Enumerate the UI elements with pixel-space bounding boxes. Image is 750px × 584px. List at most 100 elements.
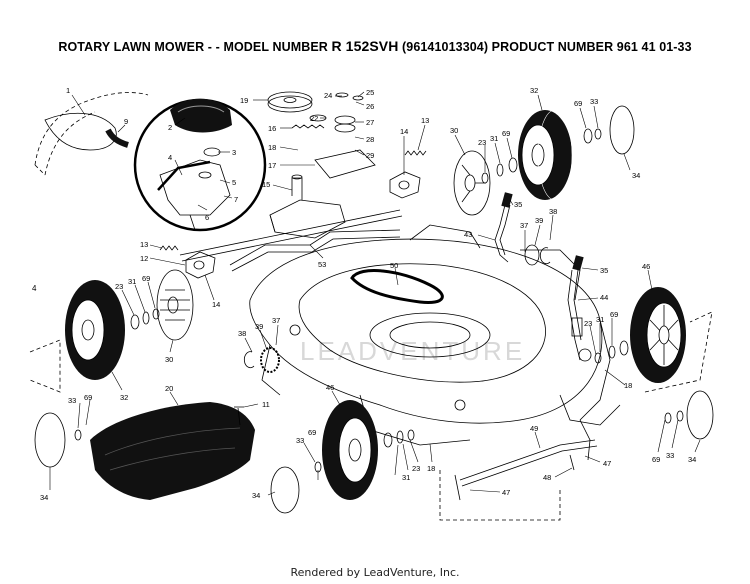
callout: 33	[590, 97, 598, 106]
callout: 11	[262, 400, 270, 409]
callout: 46	[326, 383, 334, 392]
gear-stack	[309, 92, 364, 133]
rear-wheel-lower	[65, 280, 125, 380]
front-wheel-right	[630, 287, 686, 383]
front-axle-linkage	[454, 419, 598, 501]
callout: 7	[234, 195, 238, 204]
callout: 31	[128, 277, 136, 286]
callout: 69	[84, 393, 92, 402]
callout: 37	[272, 316, 280, 325]
callout: 23	[412, 464, 420, 473]
callout: 18	[427, 464, 435, 473]
rear-wheel-upper	[518, 109, 573, 201]
callout: 4	[168, 153, 172, 162]
title-model: R 152SVH	[331, 38, 399, 54]
callout: 2	[168, 123, 172, 132]
height-lever-lower	[567, 255, 584, 361]
callout: 49	[530, 424, 538, 433]
callout: 15	[262, 180, 270, 189]
callout: 33	[296, 436, 304, 445]
transmission	[269, 174, 346, 239]
callout: 30	[165, 355, 173, 364]
callout: 28	[366, 135, 374, 144]
callout: 24	[324, 91, 332, 100]
clip-38-upper	[539, 247, 551, 265]
callout: 35	[514, 200, 522, 209]
callout: 17	[268, 161, 276, 170]
bracket	[314, 149, 376, 179]
dashed-frame-left	[29, 339, 61, 393]
callout: 47	[502, 488, 510, 497]
callout: 31	[596, 315, 604, 324]
callout: 69	[652, 455, 660, 464]
bearing-housing-lower	[185, 251, 216, 279]
callout: 47	[603, 459, 611, 468]
callout: 25	[366, 88, 374, 97]
callout: 43	[464, 230, 472, 239]
callout: 9	[124, 117, 128, 126]
washers	[74, 128, 684, 473]
callout: 23	[584, 319, 592, 328]
leader-lines	[49, 91, 701, 496]
callout: 50	[390, 261, 398, 270]
callout: 48	[543, 473, 551, 482]
callout: 13	[421, 116, 429, 125]
callout: 34	[688, 455, 696, 464]
spring-13-lower	[159, 245, 179, 251]
callout: 46	[642, 262, 650, 271]
title-suffix: (96141013304) PRODUCT NUMBER 961 41 01-3…	[398, 40, 692, 54]
callout: 37	[520, 221, 528, 230]
callout-labels: 1 2 3 4 5 6 7 9 19 24 25 26 22 27 28 29 …	[40, 86, 696, 502]
callout: 14	[400, 127, 408, 136]
rear-flap	[90, 402, 255, 500]
page-title: ROTARY LAWN MOWER - - MODEL NUMBER R 152…	[0, 38, 750, 54]
callout: 20	[165, 384, 173, 393]
front-wheel-bottom	[322, 400, 378, 500]
callout: 69	[574, 99, 582, 108]
callout: 33	[666, 451, 674, 460]
dashed-frame-right	[644, 311, 713, 393]
bearing-housing-upper	[389, 171, 421, 199]
bolt-11	[234, 406, 244, 426]
callout: 12	[140, 254, 148, 263]
callout: 69	[502, 129, 510, 138]
callout: 3	[232, 148, 236, 157]
callout: 5	[232, 178, 236, 187]
callout: 14	[212, 300, 220, 309]
callout: 38	[549, 207, 557, 216]
footer-credit: Rendered by LeadVenture, Inc.	[290, 566, 460, 579]
mower-deck	[249, 224, 621, 446]
callout: 26	[366, 102, 374, 111]
spring-13-upper	[404, 150, 427, 156]
gear-39-upper	[524, 244, 540, 266]
dashed-frame-bottom	[439, 470, 561, 521]
spring-16	[291, 124, 325, 129]
callout: 30	[450, 126, 458, 135]
callout: 23	[478, 138, 486, 147]
callout: 1	[66, 86, 70, 95]
hubcap-bottom	[270, 466, 300, 514]
callout: 32	[120, 393, 128, 402]
watermark: LEADVENTURE	[300, 336, 525, 366]
callout: 69	[610, 310, 618, 319]
callout: 69	[142, 274, 150, 283]
page-mark: 4	[32, 284, 37, 293]
hubcap-left	[34, 412, 66, 468]
callout: 29	[366, 151, 374, 160]
callout: 39	[255, 322, 263, 331]
callout: 69	[308, 428, 316, 437]
callout: 39	[535, 216, 543, 225]
callout: 16	[268, 124, 276, 133]
callout: 18	[624, 381, 632, 390]
hubcap-upper	[609, 105, 635, 155]
drive-gear-lower	[156, 269, 194, 341]
callout: 35	[600, 266, 608, 275]
callout: 13	[140, 240, 148, 249]
hubcap-right	[686, 390, 714, 440]
title-prefix: ROTARY LAWN MOWER - - MODEL NUMBER	[58, 40, 332, 54]
callout: 23	[115, 282, 123, 291]
callout: 31	[490, 134, 498, 143]
callout: 53	[318, 260, 326, 269]
gear-39-lower	[260, 347, 280, 373]
